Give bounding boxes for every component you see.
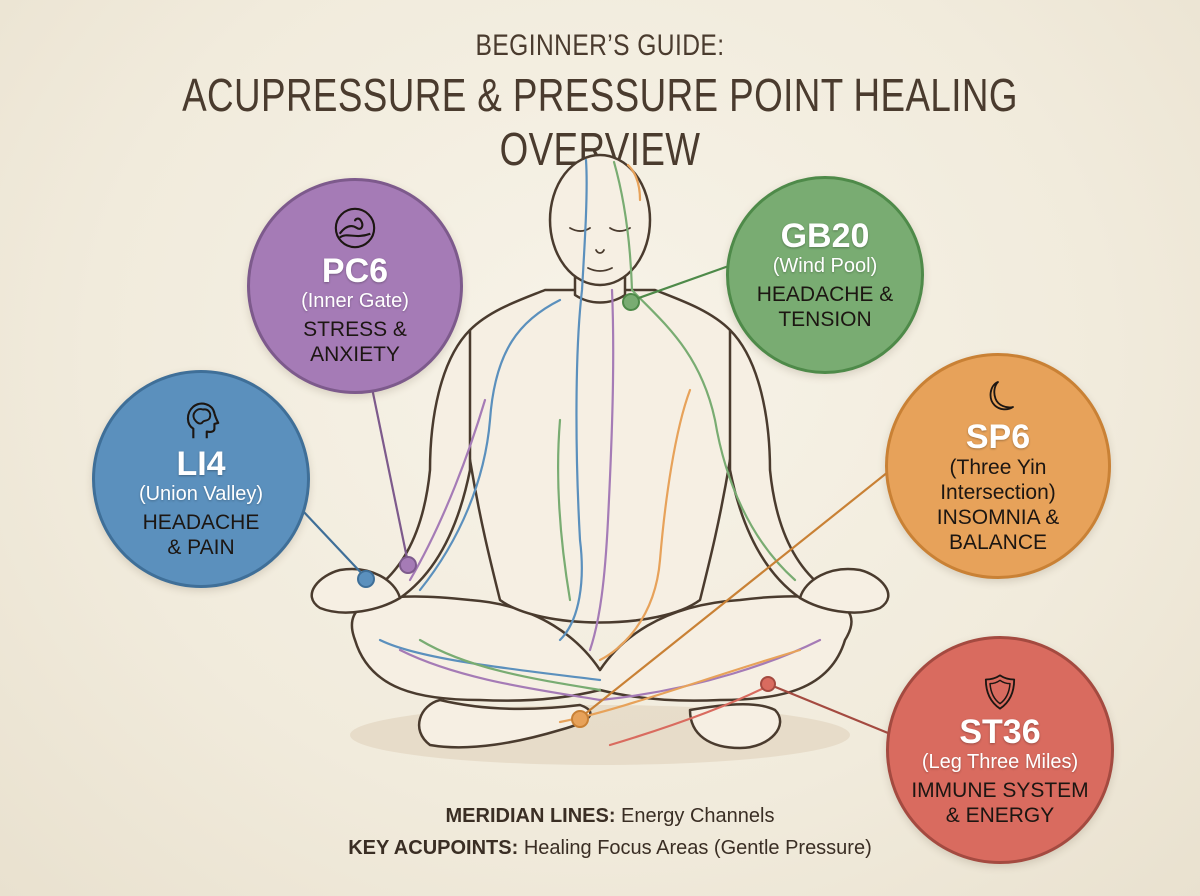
benefit-line-1: IMMUNE SYSTEM bbox=[911, 779, 1089, 802]
connector-li4 bbox=[301, 509, 367, 579]
page-subtitle: BEGINNER’S GUIDE: bbox=[475, 29, 725, 62]
legend-key-acupoints: KEY ACUPOINTS: Healing Focus Areas (Gent… bbox=[300, 832, 920, 864]
meridian-green-leg bbox=[418, 638, 602, 692]
benefit-line-1: HEADACHE bbox=[142, 511, 260, 534]
meridian-green bbox=[612, 160, 797, 582]
shield-icon bbox=[984, 674, 1016, 710]
meridian-lines bbox=[378, 158, 822, 747]
acupoint-pc6 bbox=[399, 556, 417, 574]
meridian-blue-arm bbox=[418, 298, 562, 592]
acupoint-st36 bbox=[760, 676, 776, 692]
name-line-1: (Three Yin bbox=[949, 456, 1047, 479]
legend-key: KEY ACUPOINTS: bbox=[348, 837, 519, 859]
acupoint-name: (Union Valley) bbox=[138, 483, 264, 505]
benefit-line-1: STRESS & bbox=[303, 318, 407, 341]
head-brain-icon bbox=[186, 402, 220, 439]
connector-pc6 bbox=[370, 387, 410, 564]
acupoint-code: ST36 bbox=[959, 713, 1041, 751]
benefit-line-2: & PAIN bbox=[167, 536, 235, 559]
header: BEGINNER’S GUIDE: ACUPRESSURE & PRESSURE… bbox=[0, 28, 1200, 176]
acupoint-code: PC6 bbox=[321, 252, 389, 290]
meridian-blue bbox=[558, 158, 588, 642]
meridian-orange bbox=[598, 388, 692, 662]
acupoint-name: (Three Yin Intersection) bbox=[940, 455, 1056, 505]
meridian-purple-leg bbox=[398, 638, 822, 702]
acupoint-dots bbox=[357, 293, 776, 728]
acupoint-benefit: INSOMNIA & BALANCE bbox=[937, 505, 1060, 555]
acupoint-card-st36: ST36 (Leg Three Miles) IMMUNE SYSTEM & E… bbox=[886, 636, 1114, 864]
connector-st36 bbox=[767, 682, 889, 735]
acupoint-code: LI4 bbox=[176, 445, 226, 483]
connector-gb20 bbox=[632, 260, 741, 302]
page-title: ACUPRESSURE & PRESSURE POINT HEALING OVE… bbox=[182, 69, 1018, 175]
benefit-line-2: ANXIETY bbox=[310, 343, 400, 366]
acupoint-gb20 bbox=[622, 293, 640, 311]
benefit-line-1: INSOMNIA & bbox=[936, 506, 1060, 529]
acupoint-name: (Wind Pool) bbox=[772, 255, 878, 277]
acupoint-card-gb20: GB20 (Wind Pool) HEADACHE & TENSION bbox=[726, 176, 924, 374]
wave-icon bbox=[334, 207, 376, 249]
acupoint-card-pc6: PC6 (Inner Gate) STRESS & ANXIETY bbox=[247, 178, 463, 394]
moon-icon bbox=[989, 381, 1014, 411]
legend-value: Energy Channels bbox=[615, 805, 775, 827]
acupoint-code: GB20 bbox=[780, 217, 870, 255]
acupoint-benefit: HEADACHE & TENSION bbox=[757, 282, 894, 332]
connector-lines bbox=[301, 260, 894, 735]
name-line-2: Intersection) bbox=[940, 481, 1056, 504]
meridian-orange-head bbox=[626, 163, 642, 202]
acupoint-li4 bbox=[357, 570, 375, 588]
benefit-line-2: TENSION bbox=[778, 308, 872, 331]
legend-key: MERIDIAN LINES: bbox=[445, 805, 616, 827]
acupoint-name: (Leg Three Miles) bbox=[921, 751, 1079, 773]
legend-meridian-lines: MERIDIAN LINES: Energy Channels bbox=[300, 800, 920, 832]
meridian-purple-arm bbox=[408, 398, 487, 582]
benefit-line-1: HEADACHE & bbox=[756, 283, 894, 306]
legend-value: Healing Focus Areas (Gentle Pressure) bbox=[518, 837, 872, 859]
benefit-line-2: BALANCE bbox=[948, 531, 1048, 554]
legend: MERIDIAN LINES: Energy Channels KEY ACUP… bbox=[300, 800, 920, 864]
connector-sp6 bbox=[579, 467, 894, 719]
acupoint-benefit: IMMUNE SYSTEM & ENERGY bbox=[911, 778, 1088, 828]
body-outline bbox=[310, 153, 890, 750]
meridian-purple bbox=[588, 288, 615, 652]
acupoint-sp6 bbox=[571, 710, 589, 728]
acupoint-code: SP6 bbox=[965, 418, 1031, 456]
acupoint-benefit: STRESS & ANXIETY bbox=[303, 317, 407, 367]
benefit-line-2: & ENERGY bbox=[945, 804, 1055, 827]
meridian-red-leg bbox=[608, 683, 772, 747]
acupoint-name: (Inner Gate) bbox=[301, 290, 409, 312]
meridian-green-torso bbox=[556, 418, 572, 602]
acupoint-card-sp6: SP6 (Three Yin Intersection) INSOMNIA & … bbox=[885, 353, 1111, 579]
acupoint-card-li4: LI4 (Union Valley) HEADACHE & PAIN bbox=[92, 370, 310, 588]
acupoint-benefit: HEADACHE & PAIN bbox=[143, 510, 260, 560]
